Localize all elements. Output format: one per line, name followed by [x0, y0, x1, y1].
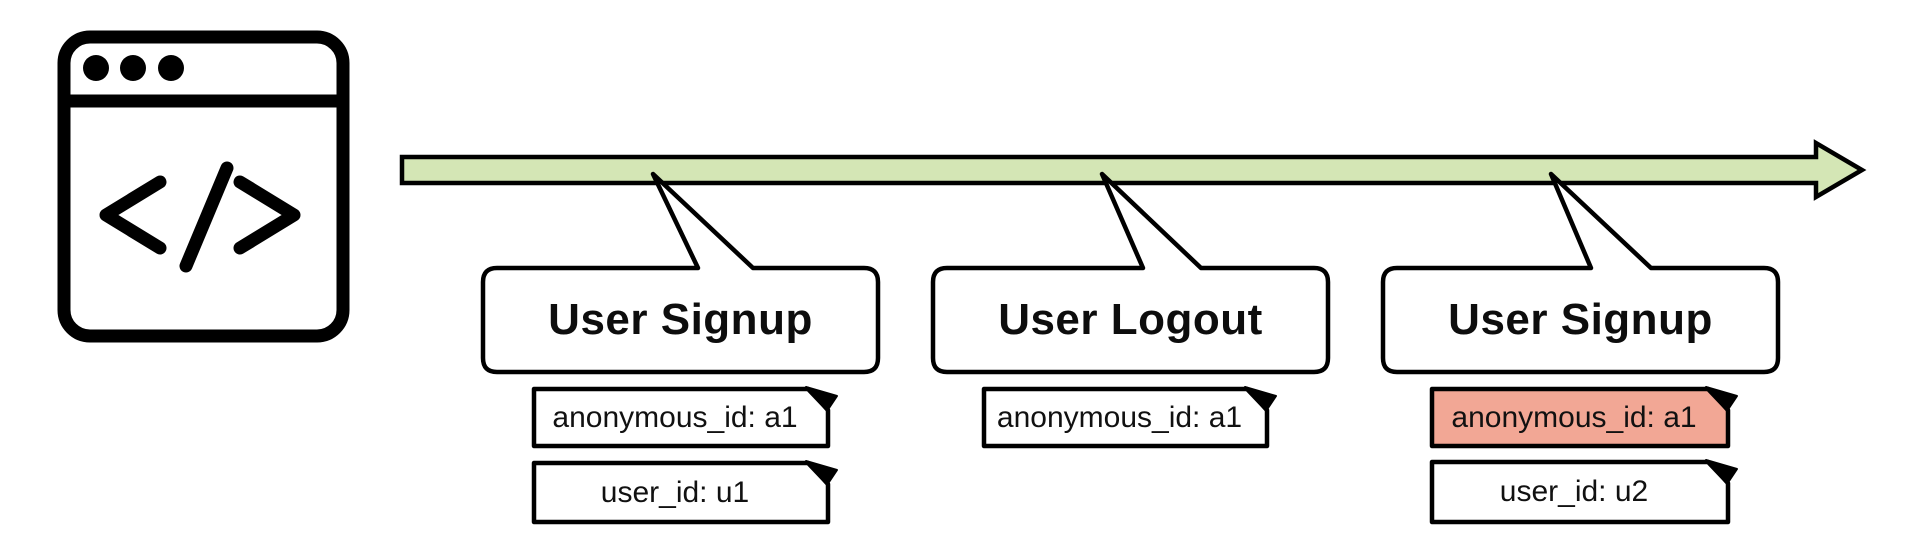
tag-shape-user-id-3: [1429, 459, 1738, 525]
tag-fold-icon: [1244, 386, 1277, 412]
tag-label-user-id-3: user_id: u2: [1499, 475, 1649, 508]
code-icon-slash: [179, 161, 234, 273]
tag-shape-anonymous-id-2: [981, 386, 1277, 449]
tag-label-anonymous-id-1: anonymous_id: a1: [552, 400, 798, 434]
timeline-arrow: [399, 139, 1867, 201]
tag-shape-anonymous-id-3-highlighted: [1429, 386, 1738, 449]
tag-label-anonymous-id-2: anonymous_id: a1: [996, 400, 1243, 434]
browser-frame: [57, 30, 350, 343]
event-callout-2: [930, 171, 1331, 375]
tag-label-user-id-1: user_id: u1: [600, 475, 750, 509]
event-title-2: User Logout: [998, 295, 1263, 344]
tag-fold-icon: [1705, 459, 1738, 485]
code-icon-left-chevron: [99, 175, 167, 255]
tag-fold-icon: [1705, 386, 1738, 412]
event-title-3: User Signup: [1448, 295, 1713, 344]
tag-fold-icon: [805, 386, 838, 412]
code-icon-right-chevron: [233, 175, 301, 255]
tag-label-anonymous-id-3: anonymous_id: a1: [1451, 400, 1697, 434]
code-icon: [99, 161, 301, 273]
tag-fold-icon: [805, 460, 838, 486]
browser-window-icon: [57, 30, 350, 343]
tag-shape-user-id-1: [531, 460, 838, 525]
event-callout-1: [480, 171, 881, 375]
event-title-1: User Signup: [548, 295, 813, 344]
event-callout-3: [1380, 171, 1781, 375]
tag-shape-anonymous-id-1: [531, 386, 838, 449]
browser-dots-icon: [83, 55, 184, 81]
